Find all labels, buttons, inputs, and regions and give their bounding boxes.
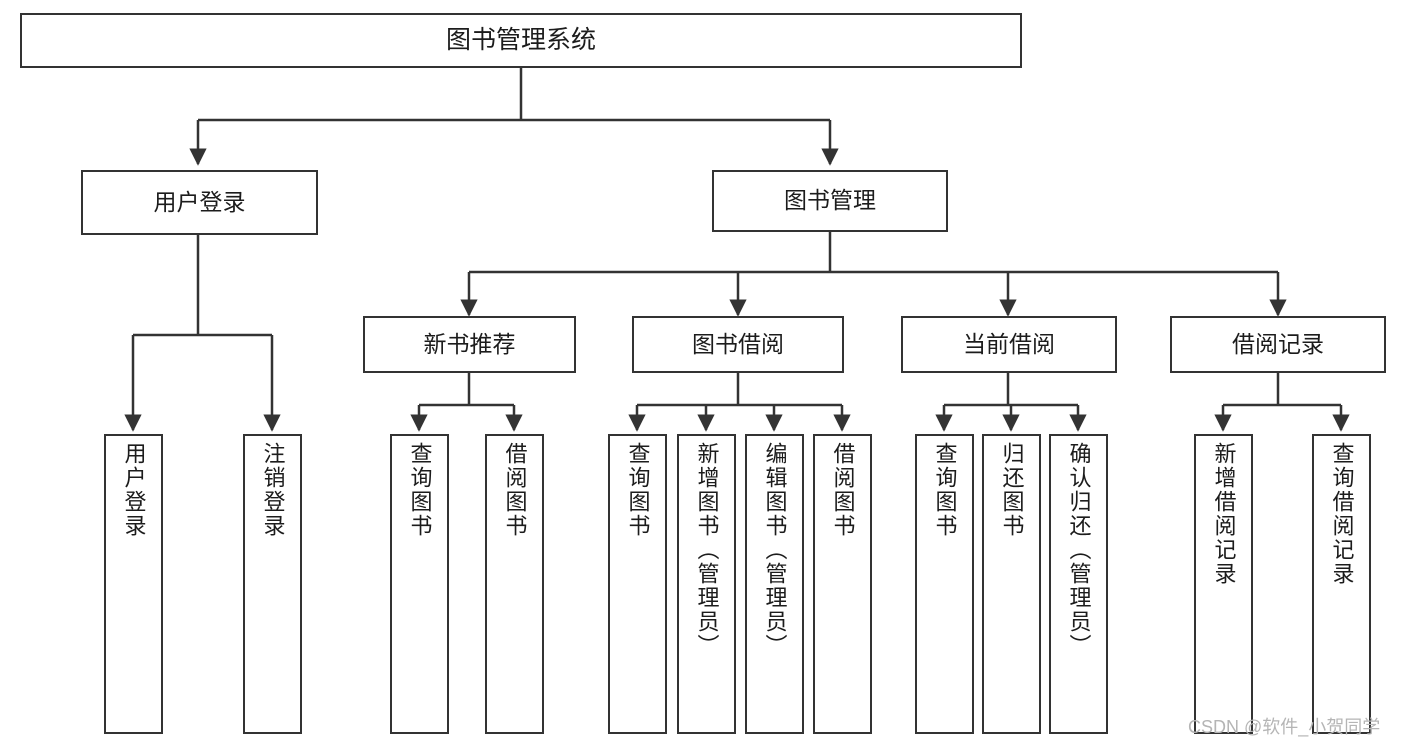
- node-root-label: 图书管理系统: [445, 25, 596, 54]
- node-leaf-add-borrow-record-label: 新增借阅记录: [1211, 442, 1237, 586]
- node-leaf-confirm-return[interactable]: 确认归还（管理员）: [1049, 434, 1108, 734]
- node-book-borrow[interactable]: 图书借阅: [632, 316, 844, 373]
- node-leaf-user-logout-label: 注销登录: [260, 442, 286, 538]
- node-leaf-add-book[interactable]: 新增图书（管理员）: [677, 434, 736, 734]
- node-leaf-confirm-return-label: 确认归还（管理员）: [1066, 442, 1092, 658]
- node-leaf-borrow-book-label: 借阅图书: [830, 442, 856, 538]
- node-book-manage-label: 图书管理: [784, 187, 876, 214]
- node-current-borrow-label: 当前借阅: [963, 330, 1055, 357]
- node-borrow-record-label: 借阅记录: [1232, 330, 1324, 357]
- node-leaf-user-logout[interactable]: 注销登录: [243, 434, 302, 734]
- node-current-borrow[interactable]: 当前借阅: [901, 316, 1117, 373]
- node-leaf-query-borrow-record[interactable]: 查询借阅记录: [1312, 434, 1371, 734]
- node-leaf-return-book-label: 归还图书: [999, 442, 1025, 538]
- node-new-book-recommend[interactable]: 新书推荐: [363, 316, 576, 373]
- node-leaf-add-borrow-record[interactable]: 新增借阅记录: [1194, 434, 1253, 734]
- node-borrow-record[interactable]: 借阅记录: [1170, 316, 1386, 373]
- node-leaf-add-book-label: 新增图书（管理员）: [694, 442, 720, 658]
- node-leaf-edit-book[interactable]: 编辑图书（管理员）: [745, 434, 804, 734]
- node-book-manage[interactable]: 图书管理: [712, 170, 948, 232]
- node-leaf-query-borrow-record-label: 查询借阅记录: [1329, 442, 1355, 586]
- node-root[interactable]: 图书管理系统: [20, 13, 1022, 68]
- node-book-borrow-label: 图书借阅: [692, 330, 784, 357]
- node-leaf-borrow-book-rec-label: 借阅图书: [502, 442, 528, 538]
- node-leaf-return-book[interactable]: 归还图书: [982, 434, 1041, 734]
- node-leaf-borrow-book-rec[interactable]: 借阅图书: [485, 434, 544, 734]
- node-leaf-borrow-book[interactable]: 借阅图书: [813, 434, 872, 734]
- node-new-book-recommend-label: 新书推荐: [423, 330, 516, 357]
- node-leaf-query-book-current-label: 查询图书: [932, 442, 958, 538]
- node-user-login[interactable]: 用户登录: [81, 170, 318, 235]
- node-leaf-query-book-current[interactable]: 查询图书: [915, 434, 974, 734]
- node-user-login-label: 用户登录: [153, 188, 246, 215]
- node-leaf-edit-book-label: 编辑图书（管理员）: [762, 442, 788, 658]
- node-leaf-user-login-label: 用户登录: [121, 442, 147, 538]
- node-leaf-query-book-rec-label: 查询图书: [407, 442, 433, 538]
- watermark: CSDN @软件_小贺同学: [1188, 717, 1381, 737]
- node-leaf-user-login[interactable]: 用户登录: [104, 434, 163, 734]
- node-leaf-query-book-borrow-label: 查询图书: [625, 442, 651, 538]
- node-leaf-query-book-borrow[interactable]: 查询图书: [608, 434, 667, 734]
- node-leaf-query-book-rec[interactable]: 查询图书: [390, 434, 449, 734]
